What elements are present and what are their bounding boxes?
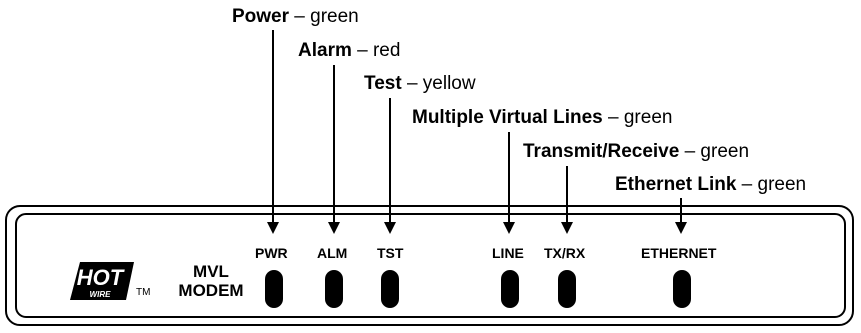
callout-txrx-name: Transmit/Receive bbox=[523, 141, 680, 162]
led-tst bbox=[381, 270, 399, 308]
callout-test-name: Test bbox=[364, 73, 402, 94]
led-label-txrx: TX/RX bbox=[544, 245, 586, 261]
callout-txrx-color: – green bbox=[679, 141, 750, 162]
callout-alarm-color: – red bbox=[351, 40, 401, 61]
led-label-line: LINE bbox=[492, 245, 524, 261]
leader-alarm bbox=[328, 65, 340, 234]
led-label-pwr: PWR bbox=[255, 245, 288, 261]
led-pwr bbox=[265, 270, 283, 308]
panel-outer-outline bbox=[5, 205, 854, 326]
callout-mvl-name: Multiple Virtual Lines bbox=[412, 107, 603, 128]
callout-power-color: – green bbox=[289, 6, 359, 27]
brand-line2: MODEM bbox=[178, 281, 244, 300]
callout-mvl-color: – green bbox=[602, 107, 673, 128]
leader-test bbox=[384, 98, 396, 234]
led-ethernet bbox=[673, 270, 691, 308]
callout-power: Power – green bbox=[232, 6, 359, 28]
logo-main-text: HOT bbox=[77, 265, 125, 290]
led-label-alm: ALM bbox=[317, 245, 348, 261]
callout-alarm: Alarm – red bbox=[298, 40, 400, 62]
brand-label: MVL MODEM bbox=[176, 262, 246, 300]
led-alm bbox=[325, 270, 343, 308]
panel-inner-outline bbox=[15, 213, 846, 318]
trademark-symbol: TM bbox=[136, 287, 151, 298]
callout-power-name: Power bbox=[232, 6, 290, 27]
led-label-ethernet: ETHERNET bbox=[641, 245, 717, 261]
callout-test-color: – yellow bbox=[401, 73, 476, 94]
callout-ethernet-color: – green bbox=[736, 174, 807, 195]
callout-transmit-receive: Transmit/Receive – green bbox=[523, 141, 749, 163]
brand-line1: MVL bbox=[193, 262, 229, 281]
callout-ethernet-link: Ethernet Link – green bbox=[615, 174, 806, 196]
logo-sub-text: WIRE bbox=[90, 290, 112, 299]
led-line bbox=[501, 270, 519, 308]
led-txrx bbox=[558, 270, 576, 308]
callout-multiple-virtual-lines: Multiple Virtual Lines – green bbox=[412, 107, 672, 129]
led-label-tst: TST bbox=[377, 245, 404, 261]
leader-ethernet-link bbox=[675, 198, 687, 234]
leader-multiple-virtual-lines bbox=[503, 132, 515, 234]
hotwire-logo: HOT WIRE bbox=[70, 262, 134, 300]
callout-alarm-name: Alarm bbox=[298, 40, 352, 61]
leader-power bbox=[267, 30, 279, 234]
callout-test: Test – yellow bbox=[364, 73, 476, 95]
leader-transmit-receive bbox=[561, 166, 573, 234]
callout-ethernet-name: Ethernet Link bbox=[615, 174, 737, 195]
